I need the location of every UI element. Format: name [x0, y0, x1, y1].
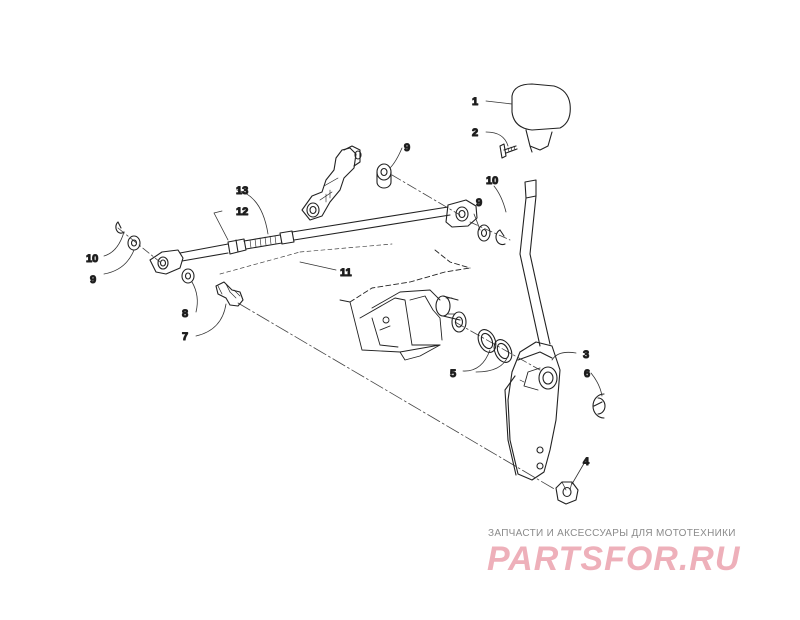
callout-1: 1 [472, 96, 478, 108]
shift-arm [301, 145, 362, 221]
leader-lines [103, 100, 603, 485]
callout-6: 6 [584, 368, 590, 380]
callout-9-right: 9 [476, 197, 482, 209]
shift-knob [511, 83, 571, 153]
bushing-upper [376, 163, 392, 189]
watermark-logo: PARTSFOR.RU [487, 540, 741, 578]
clip-left [115, 221, 125, 234]
frame-bracket [339, 249, 471, 361]
callout-8: 8 [182, 308, 188, 320]
subassembly-11-ref [219, 251, 301, 275]
watermark-tagline: ЗАПЧАСТИ И АКСЕССУАРЫ ДЛЯ МОТОТЕХНИКИ [488, 528, 736, 539]
callout-4: 4 [583, 456, 590, 468]
callout-13: 13 [236, 185, 248, 197]
washer-lower [181, 268, 195, 284]
adjusting-rod [149, 199, 478, 275]
washer-pair [477, 329, 513, 363]
callout-9-upper: 9 [404, 142, 410, 154]
stud-bolt [215, 281, 244, 307]
subassembly-11-ref-2 [299, 243, 393, 253]
callout-9-left: 9 [90, 274, 96, 286]
callout-3: 3 [583, 349, 589, 361]
flange-nut [555, 481, 579, 505]
assembly-centerline-left [117, 227, 161, 263]
set-screw [499, 143, 518, 159]
callout-12: 12 [236, 206, 248, 218]
e-clip [592, 393, 606, 419]
callout-2: 2 [472, 127, 478, 139]
shift-lever [504, 179, 561, 481]
callout-5: 5 [450, 368, 456, 380]
clip-right [495, 229, 506, 246]
callout-11: 11 [340, 267, 352, 279]
washer-right [477, 224, 491, 242]
callout-10-right: 10 [486, 175, 498, 187]
pivot-shaft [435, 295, 467, 333]
callout-7: 7 [182, 331, 188, 343]
assembly-centerline-upper [391, 174, 461, 216]
callout-10-left: 10 [86, 253, 98, 265]
washer-left [127, 235, 141, 251]
assembly-centerline-lower [237, 302, 557, 491]
